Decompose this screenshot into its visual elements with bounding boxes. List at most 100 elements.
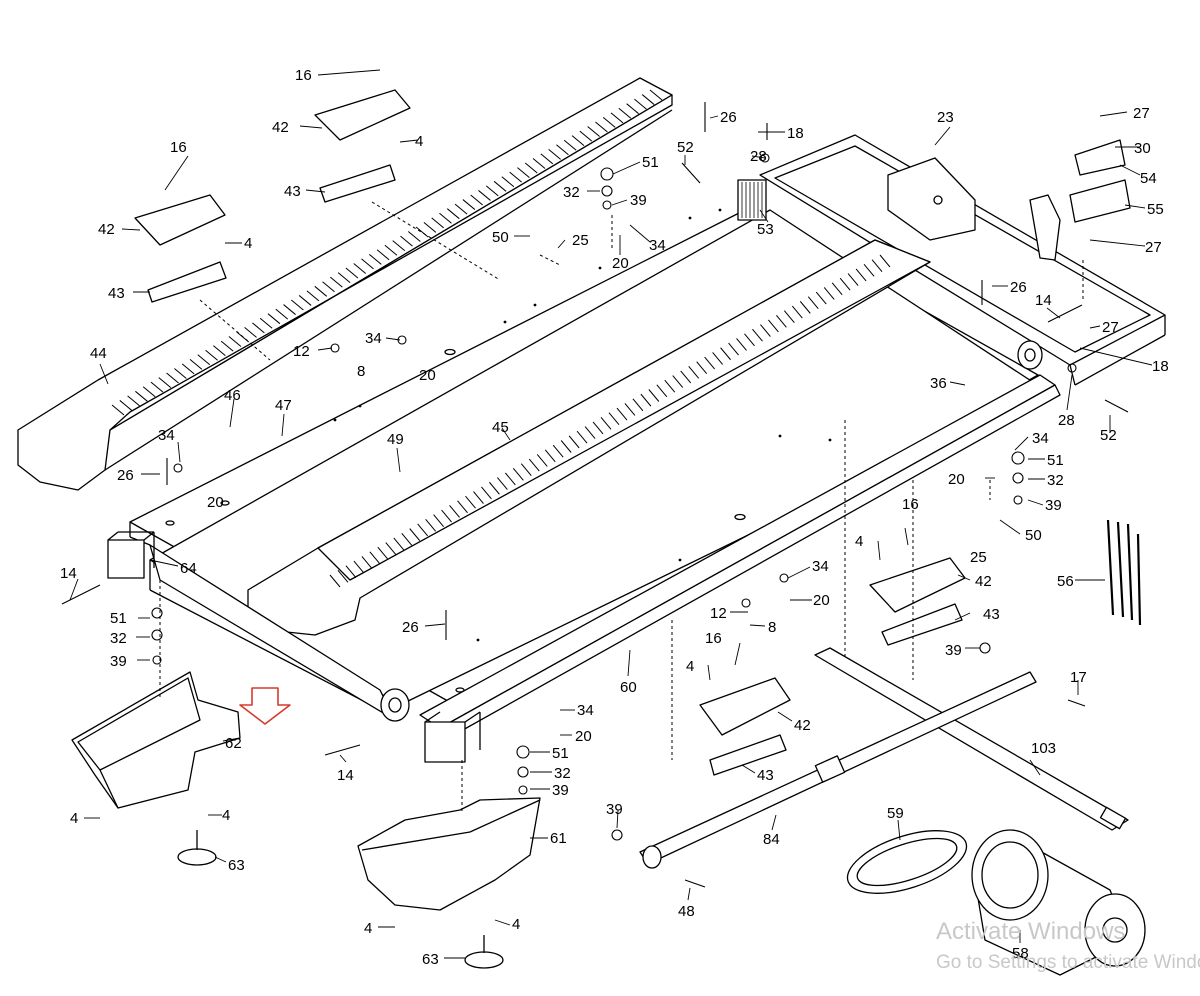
part-number-label: 42 — [975, 573, 992, 590]
part-number-label: 14 — [337, 767, 354, 784]
part-number-label: 44 — [90, 345, 107, 362]
part-number-label: 26 — [117, 467, 134, 484]
part-number-label: 8 — [357, 363, 365, 380]
part-number-label: 20 — [207, 494, 224, 511]
part-number-label: 4 — [512, 916, 520, 933]
part-number-label: 52 — [677, 139, 694, 156]
part-number-label: 26 — [402, 619, 419, 636]
part-number-label: 39 — [110, 653, 127, 670]
motor — [971, 829, 1146, 976]
part-number-label: 12 — [293, 343, 310, 360]
highlight-arrow-icon — [239, 687, 291, 725]
part-number-label: 62 — [225, 735, 242, 752]
part-number-label: 16 — [170, 139, 187, 156]
part-number-label: 4 — [222, 807, 230, 824]
part-number-label: 32 — [554, 765, 571, 782]
part-number-label: 50 — [1025, 527, 1042, 544]
part-number-label: 26 — [720, 109, 737, 126]
front-roller — [737, 179, 767, 221]
bracket-assembly-right — [869, 557, 966, 646]
part-number-label: 4 — [415, 133, 423, 150]
part-number-label: 16 — [705, 630, 722, 647]
part-number-label: 34 — [158, 427, 175, 444]
part-number-label: 49 — [387, 431, 404, 448]
part-number-label: 51 — [1047, 452, 1064, 469]
leveling-foot-left — [177, 830, 217, 866]
part-number-label: 51 — [552, 745, 569, 762]
left-side-rail — [17, 77, 673, 491]
part-number-label: 45 — [492, 419, 509, 436]
part-number-label: 27 — [1133, 105, 1150, 122]
part-number-label: 4 — [244, 235, 252, 252]
part-number-label: 23 — [937, 109, 954, 126]
part-number-label: 58 — [1012, 945, 1029, 962]
part-number-label: 8 — [768, 619, 776, 636]
part-number-label: 28 — [1058, 412, 1075, 429]
part-number-label: 39 — [945, 642, 962, 659]
right-side-rail — [247, 239, 931, 636]
part-number-label: 55 — [1147, 201, 1164, 218]
part-number-label: 28 — [750, 148, 767, 165]
part-number-label: 36 — [930, 375, 947, 392]
part-number-label: 60 — [620, 679, 637, 696]
part-number-label: 43 — [983, 606, 1000, 623]
part-number-label: 32 — [1047, 472, 1064, 489]
part-number-label: 34 — [1032, 430, 1049, 447]
part-number-label: 42 — [272, 119, 289, 136]
part-number-label: 17 — [1070, 669, 1087, 686]
part-number-label: 43 — [757, 767, 774, 784]
part-number-label: 42 — [794, 717, 811, 734]
bracket-assembly-left — [134, 194, 227, 303]
part-number-label: 25 — [970, 549, 987, 566]
part-number-label: 4 — [364, 920, 372, 937]
part-number-label: 54 — [1140, 170, 1157, 187]
tie-wraps — [1106, 519, 1142, 626]
part-number-label: 64 — [180, 560, 197, 577]
frame-rail — [419, 374, 1061, 763]
callout-leaders — [69, 69, 1153, 959]
part-number-label: 34 — [365, 330, 382, 347]
part-number-label: 50 — [492, 229, 509, 246]
part-number-label: 34 — [649, 237, 666, 254]
part-number-label: 4 — [70, 810, 78, 827]
motor-belt — [846, 830, 968, 894]
part-number-label: 61 — [550, 830, 567, 847]
part-number-label: 27 — [1145, 239, 1162, 256]
part-number-label: 63 — [422, 951, 439, 968]
part-number-label: 46 — [224, 387, 241, 404]
part-number-label: 20 — [813, 592, 830, 609]
part-number-label: 4 — [686, 658, 694, 675]
part-number-label: 34 — [812, 558, 829, 575]
part-number-label: 20 — [948, 471, 965, 488]
base-crossbar — [814, 647, 1129, 831]
part-number-label: 63 — [228, 857, 245, 874]
part-number-label: 18 — [1152, 358, 1169, 375]
bracket-assembly-top — [314, 89, 411, 203]
part-number-label: 47 — [275, 397, 292, 414]
part-number-label: 59 — [887, 805, 904, 822]
part-number-label: 52 — [1100, 427, 1117, 444]
part-number-label: 20 — [612, 255, 629, 272]
part-number-label: 51 — [110, 610, 127, 627]
rear-roller — [107, 340, 1043, 722]
incline-tube — [639, 671, 1037, 869]
part-number-label: 53 — [757, 221, 774, 238]
part-number-label: 14 — [1035, 292, 1052, 309]
upright-bracket — [887, 157, 1061, 261]
part-number-label: 48 — [678, 903, 695, 920]
rear-foot-cover-left — [71, 671, 241, 809]
assembly-leader-lines — [159, 201, 1084, 812]
part-number-label: 14 — [60, 565, 77, 582]
part-number-label: 39 — [1045, 497, 1062, 514]
part-number-label: 16 — [902, 496, 919, 513]
part-number-label: 39 — [606, 801, 623, 818]
part-number-label: 39 — [630, 192, 647, 209]
leveling-foot-right — [464, 935, 504, 969]
part-number-label: 12 — [710, 605, 727, 622]
bracket-assembly-center — [699, 677, 791, 776]
part-number-label: 39 — [552, 782, 569, 799]
part-number-label: 18 — [787, 125, 804, 142]
part-number-label: 32 — [110, 630, 127, 647]
